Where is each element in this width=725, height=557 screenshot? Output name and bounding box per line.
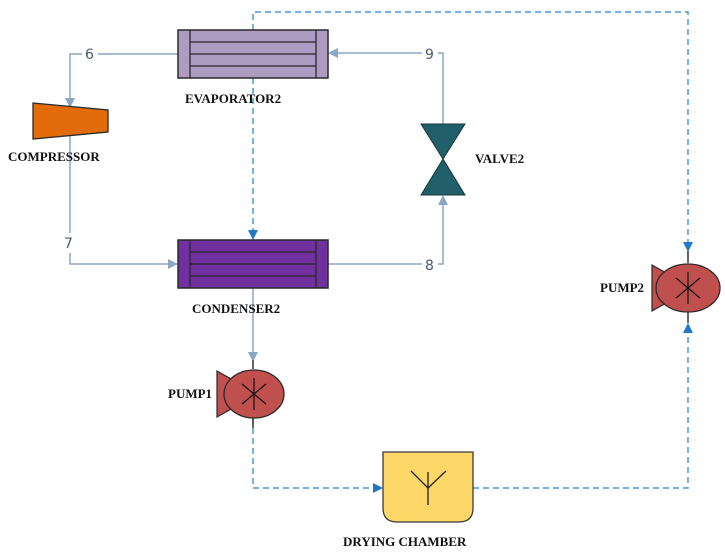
compressor[interactable] xyxy=(32,102,109,140)
stream-8-label-bg xyxy=(422,256,438,272)
drying-chamber[interactable] xyxy=(382,451,474,523)
pump2-label: PUMP2 xyxy=(600,280,644,295)
stream-8-label: 8 xyxy=(425,258,434,274)
evaporator[interactable] xyxy=(177,29,329,79)
condenser[interactable] xyxy=(177,239,329,289)
evaporator-label: EVAPORATOR2 xyxy=(185,91,281,106)
pump2[interactable] xyxy=(651,263,721,313)
stream-7-line[interactable] xyxy=(69,130,178,269)
valve-label: VALVE2 xyxy=(475,151,524,166)
expansion-valve[interactable] xyxy=(420,123,466,196)
top-return-dashed-line[interactable] xyxy=(252,11,693,252)
stream-7-label: 7 xyxy=(64,236,73,252)
stream-9-label-bg xyxy=(422,45,438,61)
stream-6-label: 6 xyxy=(85,47,94,63)
stream-9-label: 9 xyxy=(425,47,434,63)
pump1-label: PUMP1 xyxy=(168,386,212,401)
dryer-to-pump2-dashed-line[interactable] xyxy=(473,323,693,489)
condenser-label: CONDENSER2 xyxy=(192,301,280,316)
drying-chamber-label: DRYING CHAMBER xyxy=(343,534,467,549)
stream-6-label-bg xyxy=(82,45,98,61)
compressor-label: COMPRESSOR xyxy=(8,149,100,164)
pump1[interactable] xyxy=(216,369,285,419)
stream-9-line[interactable] xyxy=(328,48,444,124)
pump1-to-dryer-dashed-line[interactable] xyxy=(252,418,383,493)
stream-8-line[interactable] xyxy=(328,195,448,265)
stream-6-line[interactable] xyxy=(65,53,178,108)
stream-7-label-bg xyxy=(62,233,78,253)
